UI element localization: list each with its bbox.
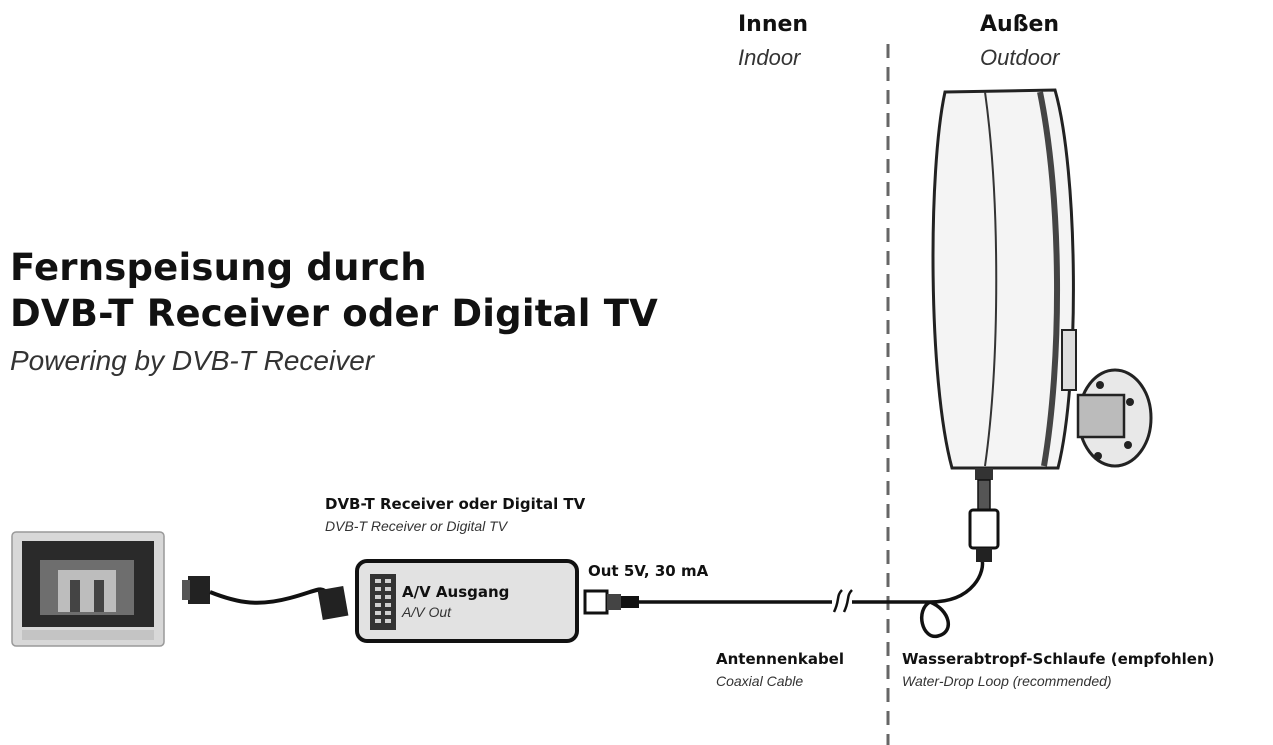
receiver-title: DVB-T Receiver oder Digital TV [325,495,586,513]
outdoor-antenna-icon [931,88,1153,562]
drip-loop-sublabel: Water-Drop Loop (recommended) [902,673,1112,689]
av-output-sublabel: A/V Out [402,604,452,620]
scart-cable [182,576,349,621]
receiver-box-icon [355,559,579,643]
coax-cable-label: Antennenkabel [716,650,844,668]
cable-break-symbol [832,589,853,613]
receiver-subtitle: DVB-T Receiver or Digital TV [325,518,508,534]
output-spec-label: Out 5V, 30 mA [588,562,709,580]
coaxial-cable [639,559,985,638]
headline-line2: DVB-T Receiver oder Digital TV [10,292,659,335]
headline-subtitle: Powering by DVB-T Receiver [10,345,375,376]
drip-loop-label: Wasserabtropf-Schlaufe (empfohlen) [902,650,1215,668]
outdoor-title: Außen [980,12,1060,37]
headline-line1: Fernspeisung durch [10,246,427,289]
indoor-subtitle: Indoor [738,45,801,70]
indoor-title: Innen [738,12,809,37]
av-output-label: A/V Ausgang [402,583,510,601]
coax-cable-sublabel: Coaxial Cable [716,673,804,689]
television-icon [11,531,165,647]
outdoor-subtitle: Outdoor [980,45,1060,70]
coax-plug-icon [583,589,639,615]
